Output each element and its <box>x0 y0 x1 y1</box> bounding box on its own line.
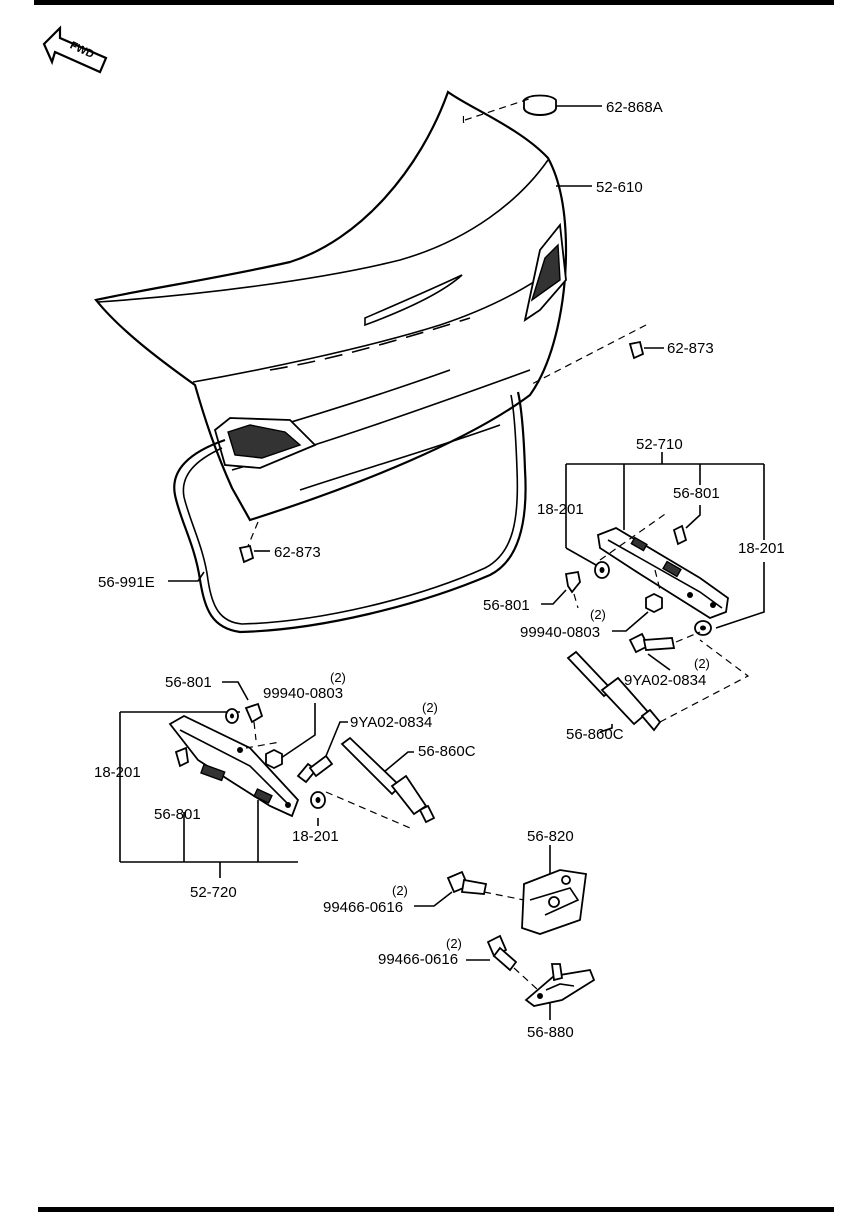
nut-r <box>645 592 663 614</box>
label-washer-r-left: 18-201 <box>537 501 584 518</box>
clip-r-left <box>564 570 581 609</box>
label-clip-l-bottom: 56-801 <box>154 806 201 823</box>
label-grommet: 62-868A <box>606 99 663 116</box>
latch <box>483 869 588 935</box>
nut-l <box>265 748 283 770</box>
label-washer-l-left: 18-201 <box>94 764 141 781</box>
label-bolt-r: 9YA02-0834 <box>624 672 706 689</box>
clip-l-bottom <box>174 746 189 768</box>
label-bolt-l: 9YA02-0834 <box>350 714 432 731</box>
bottom-border <box>38 1207 834 1212</box>
bumper-upper <box>529 324 647 386</box>
striker <box>524 963 596 1007</box>
label-washer-l-right: 18-201 <box>292 828 339 845</box>
label-latch: 56-820 <box>527 828 574 845</box>
label-nut-l-qty: (2) <box>330 670 346 685</box>
label-nut-r-qty: (2) <box>590 607 606 622</box>
label-bolt-striker-qty: (2) <box>446 936 462 951</box>
label-damper-r: 56-860C <box>566 726 624 743</box>
label-nut-r: 99940-0803 <box>520 624 600 641</box>
label-bumper-upper: 62-873 <box>667 340 714 357</box>
label-striker: 56-880 <box>527 1024 574 1041</box>
label-damper-l: 56-860C <box>418 743 476 760</box>
bumper-left <box>238 521 259 564</box>
label-hinge-right: 52-710 <box>636 436 683 453</box>
label-weatherstrip: 56-991E <box>98 574 155 591</box>
label-clip-r-left: 56-801 <box>483 597 530 614</box>
label-hinge-left: 52-720 <box>190 884 237 901</box>
fwd-label: FWD <box>68 39 96 60</box>
bolt-l <box>296 754 334 784</box>
clip-r-top <box>672 524 688 546</box>
svg-text:ι: ι <box>462 111 465 126</box>
label-bolt-striker: 99466-0616 <box>378 951 458 968</box>
washer-r-right <box>694 620 712 636</box>
label-bolt-l-qty: (2) <box>422 700 438 715</box>
trunk-lid: ι <box>94 90 568 522</box>
weatherstrip <box>173 391 527 634</box>
washer-l-right <box>310 791 411 829</box>
hinge-right <box>597 511 729 619</box>
fwd-arrow-icon: FWD <box>42 25 108 74</box>
label-washer-r-right: 18-201 <box>738 540 785 557</box>
label-bolt-r-qty: (2) <box>694 656 710 671</box>
label-clip-r-top: 56-801 <box>673 485 720 502</box>
top-border <box>34 0 834 5</box>
clip-l-top <box>244 702 264 741</box>
washer-r-left <box>594 561 610 579</box>
bolt-latch <box>446 870 488 895</box>
label-bumper-left: 62-873 <box>274 544 321 561</box>
label-trunk-lid: 52-610 <box>596 179 643 196</box>
grommet <box>464 94 557 121</box>
bolt-r <box>628 632 676 654</box>
label-nut-l: 99940-0803 <box>263 685 343 702</box>
label-clip-l-top: 56-801 <box>165 674 212 691</box>
damper-l <box>340 736 436 824</box>
label-bolt-latch-qty: (2) <box>392 883 408 898</box>
washer-l-left <box>225 708 239 724</box>
bolt-striker <box>486 934 539 991</box>
label-bolt-latch: 99466-0616 <box>323 899 403 916</box>
hinge-left <box>168 714 300 818</box>
damper-r <box>566 639 750 732</box>
